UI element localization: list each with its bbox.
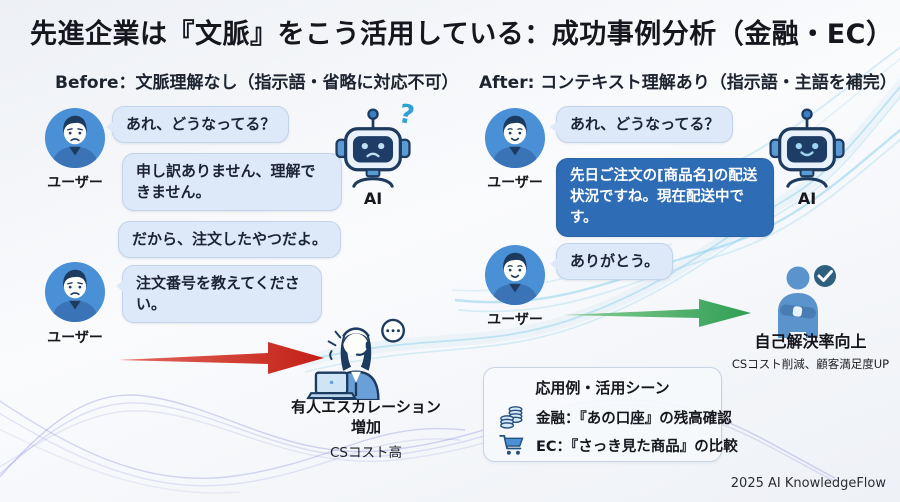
self-resolution-green-arrow (563, 299, 751, 327)
after-heading: After: コンテキスト理解あり（指示語・主語を補完） (479, 73, 897, 93)
before-outcome-line1: 有人エスカレーション (291, 398, 441, 416)
applications-box: 応用例・活用シーン 金融：『あの口座』の残高確認 EC：『さっき見た商品』の比較 (483, 367, 738, 462)
after-ai-label: AI (797, 189, 817, 208)
before-user-avatar-1 (44, 107, 106, 169)
coins-icon (498, 403, 526, 431)
applications-title: 応用例・活用シーン (535, 379, 670, 397)
happy-robot-icon (766, 106, 848, 188)
after-user-label-1: ユーザー (487, 175, 543, 191)
after-bubble-2: 先日ご注文の[商品名]の配送状況ですね。現在配送中です。 (556, 158, 774, 238)
after-outcome: 自己解決率向上 CSコスト削減、顧客満足度UP (718, 328, 900, 372)
escalation-red-arrow (118, 342, 324, 374)
before-outcome-line2: 増加 (350, 418, 381, 437)
call-center-agent-icon (296, 318, 414, 400)
application-finance-text: 金融：『あの口座』の残高確認 (536, 410, 732, 427)
application-ec-text: EC：『さっき見た商品』の比較 (536, 438, 738, 455)
before-outcome: 有人エスカレーション 増加 CSコスト高 (266, 397, 466, 461)
cart-icon (498, 431, 526, 459)
before-user-label-2: ユーザー (47, 330, 103, 346)
footer-credit: 2025 AI KnowledgeFlow (730, 476, 886, 491)
application-finance-row: 金融：『あの口座』の残高確認 (498, 403, 732, 431)
before-bubble-3: だから、注文したやつだよ。 (118, 221, 342, 258)
page-title: 先進企業は『文脈』をこう活用している：成功事例分析（金融・EC） (30, 19, 894, 50)
after-user-avatar-2 (484, 244, 546, 306)
after-user-label-2: ユーザー (487, 312, 543, 328)
before-user-avatar-2 (44, 261, 106, 323)
before-heading: Before：文脈理解なし（指示語・省略に対応不可） (55, 73, 459, 93)
after-user-avatar-1 (484, 107, 546, 169)
before-bubble-2: 申し訳ありません、理解できません。 (122, 153, 342, 211)
after-outcome-title: 自己解決率向上 (754, 332, 867, 351)
after-outcome-sub: CSコスト削減、顧客満足度UP (731, 357, 890, 371)
before-outcome-sub: CSコスト高 (330, 444, 402, 461)
application-ec-row: EC：『さっき見た商品』の比較 (498, 431, 738, 459)
after-bubble-1: あれ、どうなってる？ (549, 106, 734, 143)
before-ai-label: AI (363, 189, 383, 208)
before-user-label-1: ユーザー (47, 175, 103, 191)
before-bubble-1: あれ、どうなってる？ (105, 106, 290, 143)
before-bubble-4: 注文番号を教えてください。 (116, 265, 322, 323)
after-bubble-3: ありがとう。 (549, 243, 674, 280)
